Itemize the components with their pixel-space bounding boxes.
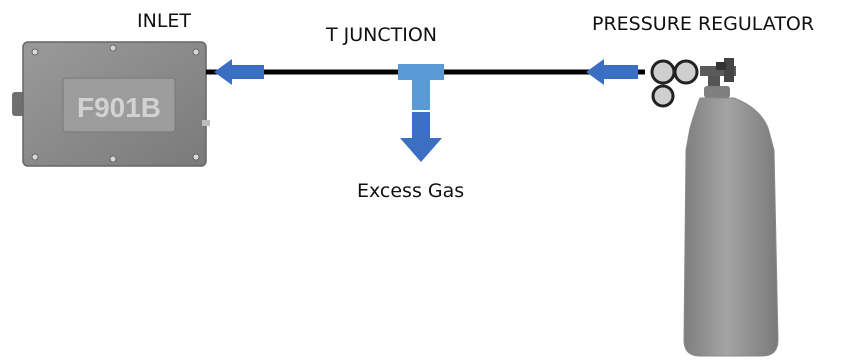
- regulator-flow-arrow: [586, 59, 638, 85]
- regulator-knob: [724, 58, 734, 82]
- device-screws: [31, 44, 200, 163]
- pressure-regulator-label: PRESSURE REGULATOR: [592, 13, 815, 35]
- t-junction-stem: [412, 80, 430, 110]
- pressure-gauge-right: [673, 59, 699, 85]
- gas-cylinder: [683, 86, 779, 357]
- t-junction-label: T JUNCTION: [326, 24, 438, 46]
- device-latch: [202, 120, 210, 126]
- regulator-outlet: [700, 66, 736, 76]
- excess-gas-arrow: [400, 112, 442, 162]
- t-junction: [398, 64, 444, 110]
- device-panel: [62, 77, 176, 133]
- inlet-label: INLET: [137, 10, 192, 32]
- t-junction-bar: [398, 64, 444, 80]
- analyzer-device: F901B: [12, 41, 210, 167]
- inlet-flow-arrow: [214, 59, 264, 85]
- device-side-port: [12, 92, 24, 116]
- cylinder-body: [683, 97, 779, 357]
- regulator-valve: [716, 62, 726, 70]
- cylinder-valve-collar: [704, 86, 730, 98]
- pressure-gauge-bottom: [651, 84, 675, 108]
- excess-gas-label: Excess Gas: [357, 180, 465, 202]
- pressure-regulator: [650, 58, 736, 108]
- device-model-text: F901B: [77, 92, 161, 123]
- pressure-gauge-left: [650, 59, 676, 85]
